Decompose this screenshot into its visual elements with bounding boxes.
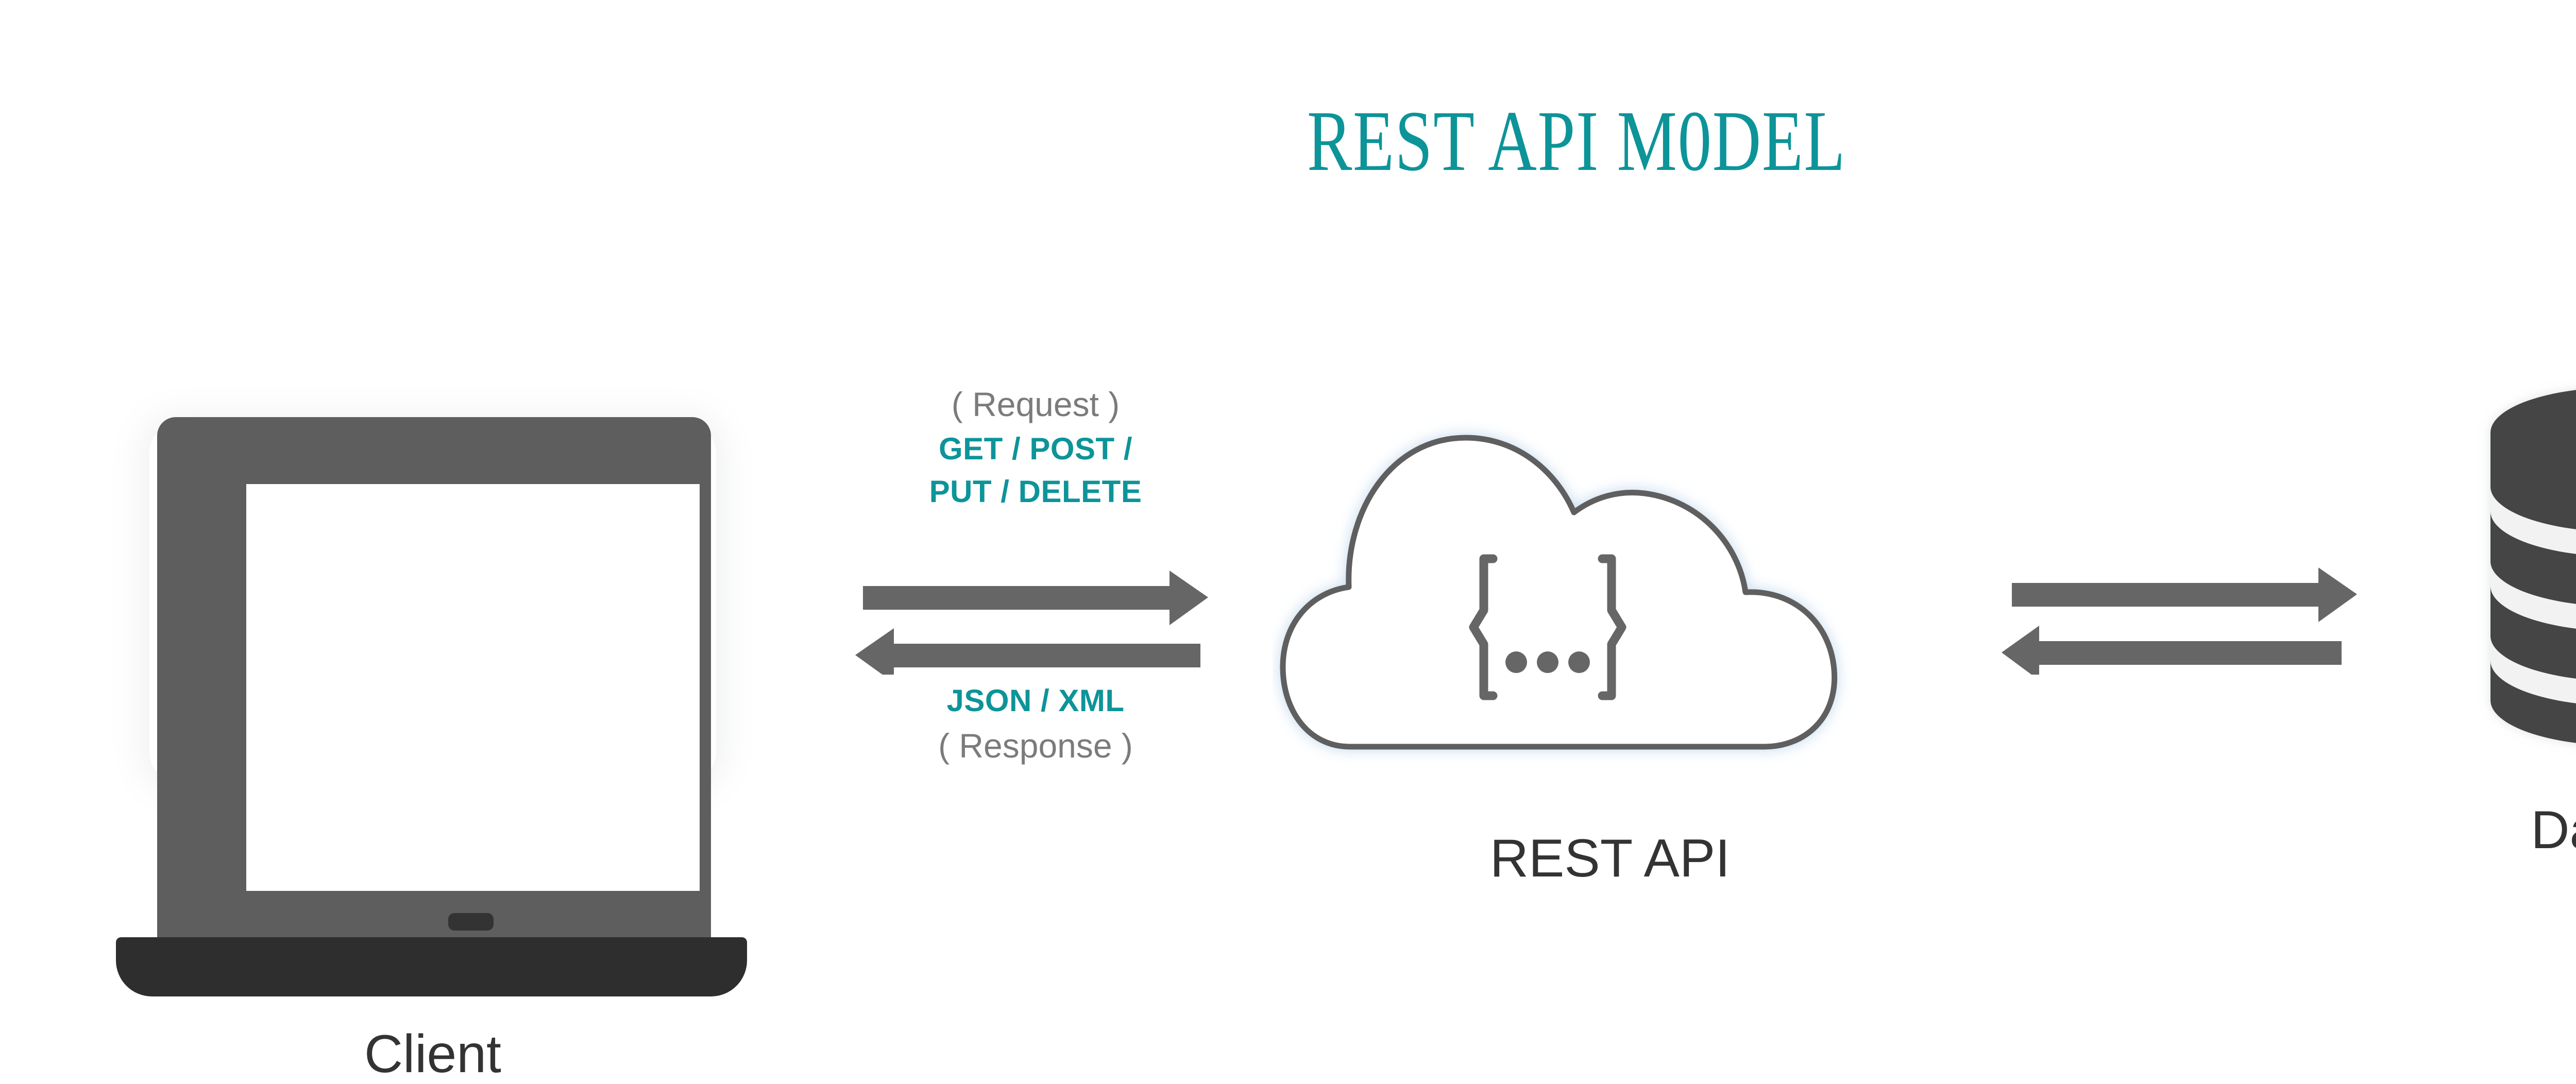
response-message-block: JSON / XML ( Response ) xyxy=(845,680,1226,769)
api-database-arrow-group xyxy=(1999,556,2401,675)
database-disk-separators xyxy=(2490,487,2576,706)
request-verbs-line-1: GET / POST / xyxy=(938,432,1133,467)
request-paren-label: ( Request ) xyxy=(951,385,1120,423)
api-node: REST API xyxy=(1273,381,1947,885)
client-label: Client xyxy=(364,1024,501,1084)
laptop-trackpad-notch xyxy=(448,913,494,931)
request-arrow xyxy=(863,571,1208,625)
page-title: REST API M0DEL xyxy=(1307,93,1846,189)
database-cylinder-icon xyxy=(2490,390,2576,743)
result-arrow xyxy=(2002,626,2342,675)
api-label: REST API xyxy=(1489,829,1731,888)
database-node: Database xyxy=(2468,376,2576,857)
request-verbs-line-2: PUT / DELETE xyxy=(929,474,1142,509)
request-message-block: ( Request ) GET / POST / PUT / DELETE xyxy=(845,381,1226,513)
laptop-icon xyxy=(157,417,711,953)
query-arrow xyxy=(2012,567,2357,622)
cloud-icon xyxy=(1280,435,1838,750)
client-api-arrow-group xyxy=(845,561,1236,675)
database-label: Database xyxy=(2531,800,2576,860)
laptop-base xyxy=(116,937,747,996)
laptop-screen xyxy=(246,484,700,891)
client-node: Client xyxy=(116,402,747,1081)
response-arrow xyxy=(855,628,1200,675)
ellipsis-dots xyxy=(1505,651,1590,673)
braces-symbol xyxy=(1469,554,1626,700)
response-paren-label: ( Response ) xyxy=(938,726,1133,765)
response-formats-label: JSON / XML xyxy=(946,683,1125,718)
